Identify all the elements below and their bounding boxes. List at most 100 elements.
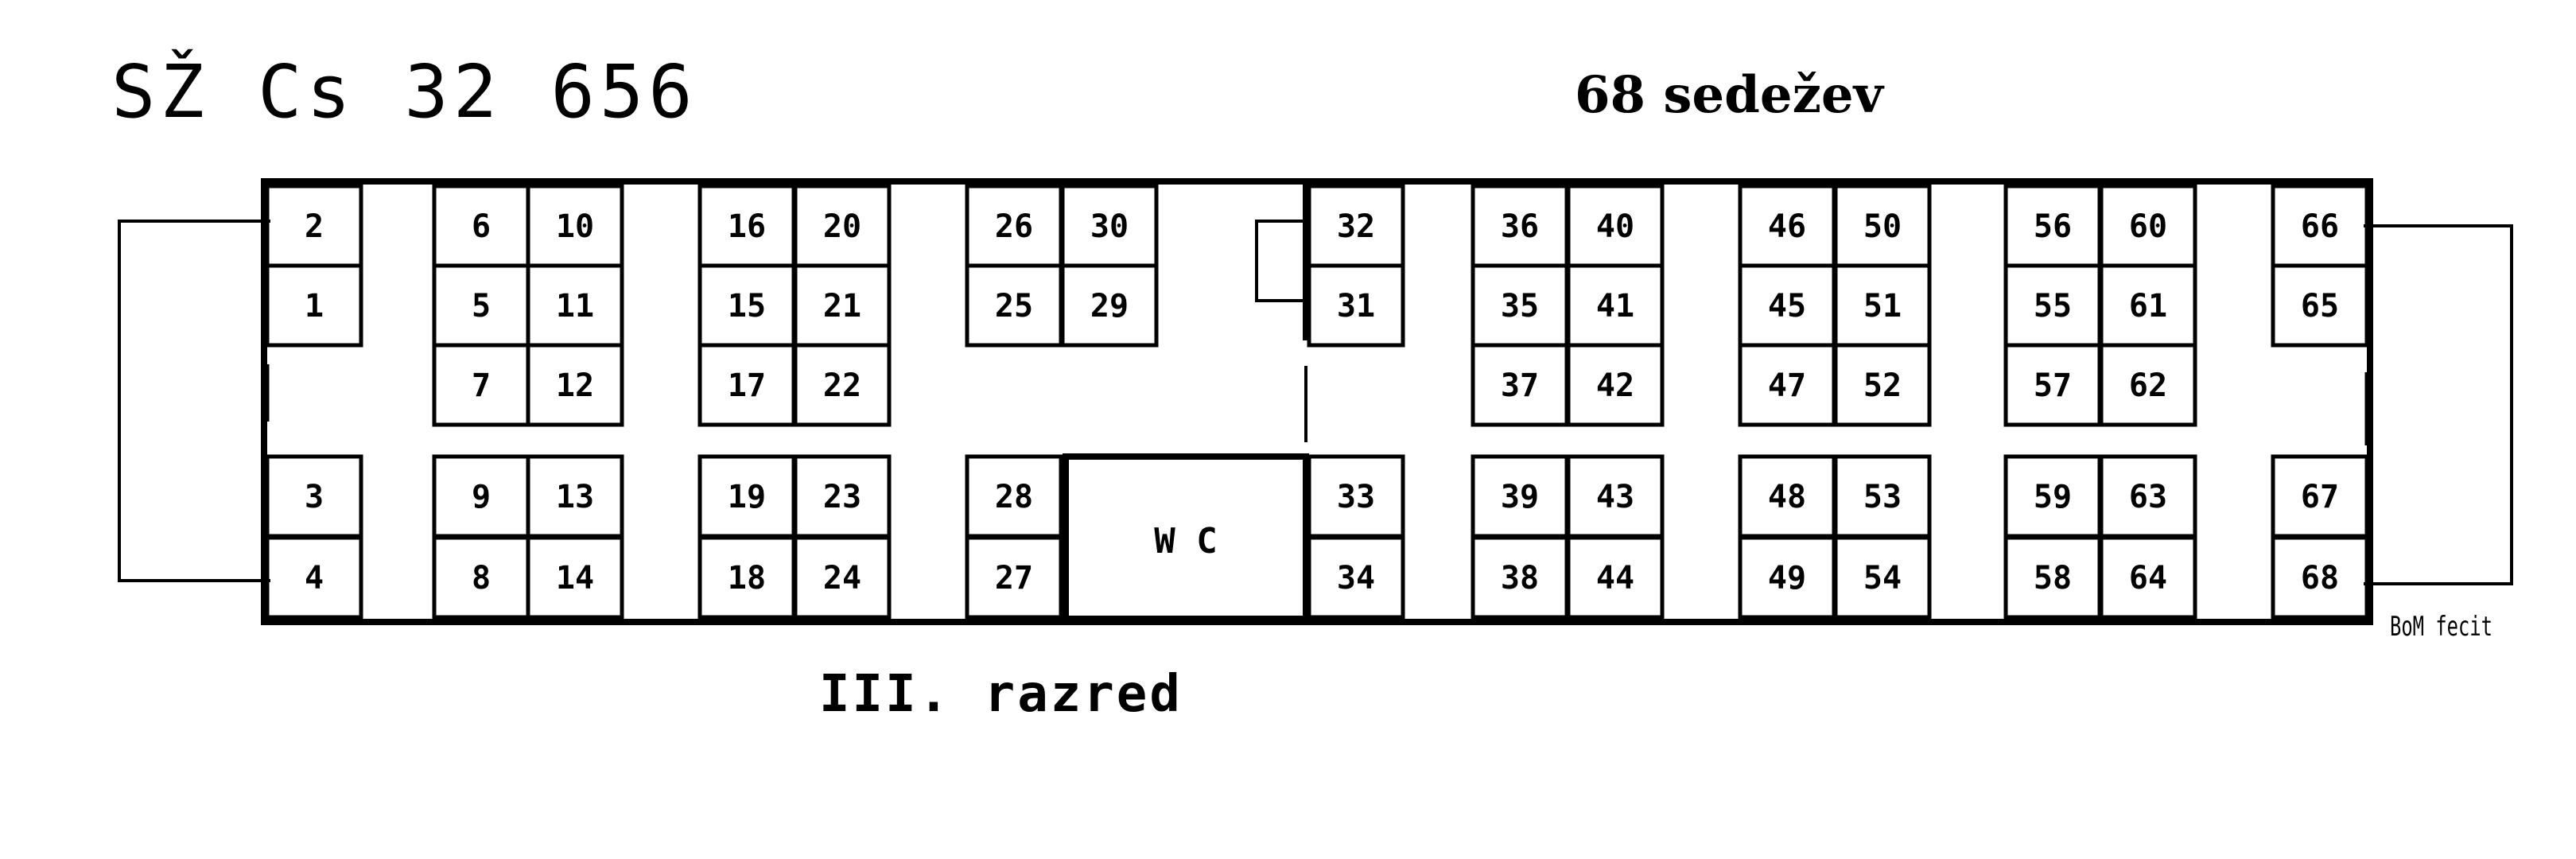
seat-box (1307, 263, 1405, 348)
seat-42: 42 (1566, 343, 1665, 427)
seat-38: 38 (1471, 535, 1569, 620)
partition-bracket (1255, 220, 1306, 302)
seat-number: 37 (1501, 367, 1539, 404)
seat-grid: 2134657101112981314161517202122191823242… (265, 184, 2369, 620)
seat-66: 66 (2271, 184, 2369, 268)
seat-number: 54 (1863, 560, 1902, 597)
seat-57: 57 (2003, 343, 2102, 427)
seat-50: 50 (1833, 184, 1932, 268)
seat-number: 7 (472, 367, 491, 404)
seat-55: 55 (2003, 263, 2102, 348)
seat-number: 62 (2129, 367, 2167, 404)
seat-10: 10 (526, 184, 624, 268)
seat-29: 29 (1060, 263, 1159, 348)
seat-number: 33 (1337, 479, 1375, 515)
seat-40: 40 (1566, 184, 1665, 268)
seat-number: 53 (1863, 479, 1902, 515)
seat-number: 23 (823, 479, 861, 515)
seat-25: 25 (965, 263, 1063, 348)
seat-number: 19 (728, 479, 766, 515)
seat-39: 39 (1471, 454, 1569, 538)
seat-number: 51 (1863, 288, 1902, 325)
seat-number: 55 (2034, 288, 2072, 325)
seat-number: 31 (1337, 288, 1375, 325)
seat-number: 27 (995, 560, 1033, 597)
seat-number: 38 (1501, 560, 1539, 597)
seat-16: 16 (697, 184, 796, 268)
seat-box (2099, 343, 2197, 427)
seat-number: 9 (472, 479, 491, 515)
car-body-outline (261, 178, 2373, 625)
seat-number: 3 (305, 479, 324, 515)
seat-number: 57 (2034, 367, 2072, 404)
car-title: SŽ Cs 32 656 (111, 49, 697, 134)
seat-2: 2 (265, 184, 363, 268)
seat-44: 44 (1566, 535, 1665, 620)
seat-number: 21 (823, 288, 861, 325)
seat-35: 35 (1471, 263, 1569, 348)
seat-41: 41 (1566, 263, 1665, 348)
seat-47: 47 (1738, 343, 1836, 427)
seat-number: 20 (823, 208, 861, 245)
seat-17: 17 (697, 343, 796, 427)
seat-28: 28 (965, 454, 1063, 538)
seat-26: 26 (965, 184, 1063, 268)
seat-box (265, 263, 363, 348)
seat-18: 18 (697, 535, 796, 620)
seat-number: 8 (472, 560, 491, 597)
seat-27: 27 (965, 535, 1063, 620)
seat-box (526, 343, 624, 427)
seat-number: 22 (823, 367, 861, 404)
seat-box (1566, 343, 1665, 427)
signature: BoM fecit (2390, 611, 2492, 643)
seat-number: 6 (472, 208, 491, 245)
seat-number: 44 (1596, 560, 1634, 597)
seat-48: 48 (1738, 454, 1836, 538)
seat-box (526, 535, 624, 620)
seat-19: 19 (697, 454, 796, 538)
seat-number: 15 (728, 288, 766, 325)
seat-62: 62 (2099, 343, 2197, 427)
seat-number: 50 (1863, 208, 1902, 245)
seat-number: 29 (1090, 288, 1129, 325)
seat-53: 53 (1833, 454, 1932, 538)
seat-number: 41 (1596, 288, 1634, 325)
seat-number: 40 (1596, 208, 1634, 245)
seat-box (1833, 535, 1932, 620)
seat-number: 5 (472, 288, 491, 325)
seat-number: 43 (1596, 479, 1634, 515)
seat-33: 33 (1307, 454, 1405, 538)
seat-45: 45 (1738, 263, 1836, 348)
seat-number: 66 (2301, 208, 2339, 245)
seat-59: 59 (2003, 454, 2102, 538)
seat-number: 46 (1768, 208, 1806, 245)
seat-7: 7 (432, 343, 530, 427)
seat-number: 58 (2034, 560, 2072, 597)
seat-14: 14 (526, 535, 624, 620)
seat-number: 2 (305, 208, 324, 245)
seat-20: 20 (793, 184, 892, 268)
seat-36: 36 (1471, 184, 1569, 268)
wc-label: W C (1154, 521, 1217, 562)
seat-30: 30 (1060, 184, 1159, 268)
seat-11: 11 (526, 263, 624, 348)
seat-number: 61 (2129, 288, 2167, 325)
seat-box (1566, 535, 1665, 620)
seat-number: 67 (2301, 479, 2339, 515)
seat-60: 60 (2099, 184, 2197, 268)
seat-34: 34 (1307, 535, 1405, 620)
seat-count-label: 68 sedežev (1575, 65, 1883, 125)
seat-56: 56 (2003, 184, 2102, 268)
seat-4: 4 (265, 535, 363, 620)
seat-number: 60 (2129, 208, 2167, 245)
seat-67: 67 (2271, 454, 2369, 538)
seat-number: 32 (1337, 208, 1375, 245)
seat-58: 58 (2003, 535, 2102, 620)
seat-21: 21 (793, 263, 892, 348)
seat-number: 26 (995, 208, 1033, 245)
seat-6: 6 (432, 184, 530, 268)
seat-number: 25 (995, 288, 1033, 325)
seat-3: 3 (265, 454, 363, 538)
seat-number: 14 (556, 560, 594, 597)
seat-8: 8 (432, 535, 530, 620)
